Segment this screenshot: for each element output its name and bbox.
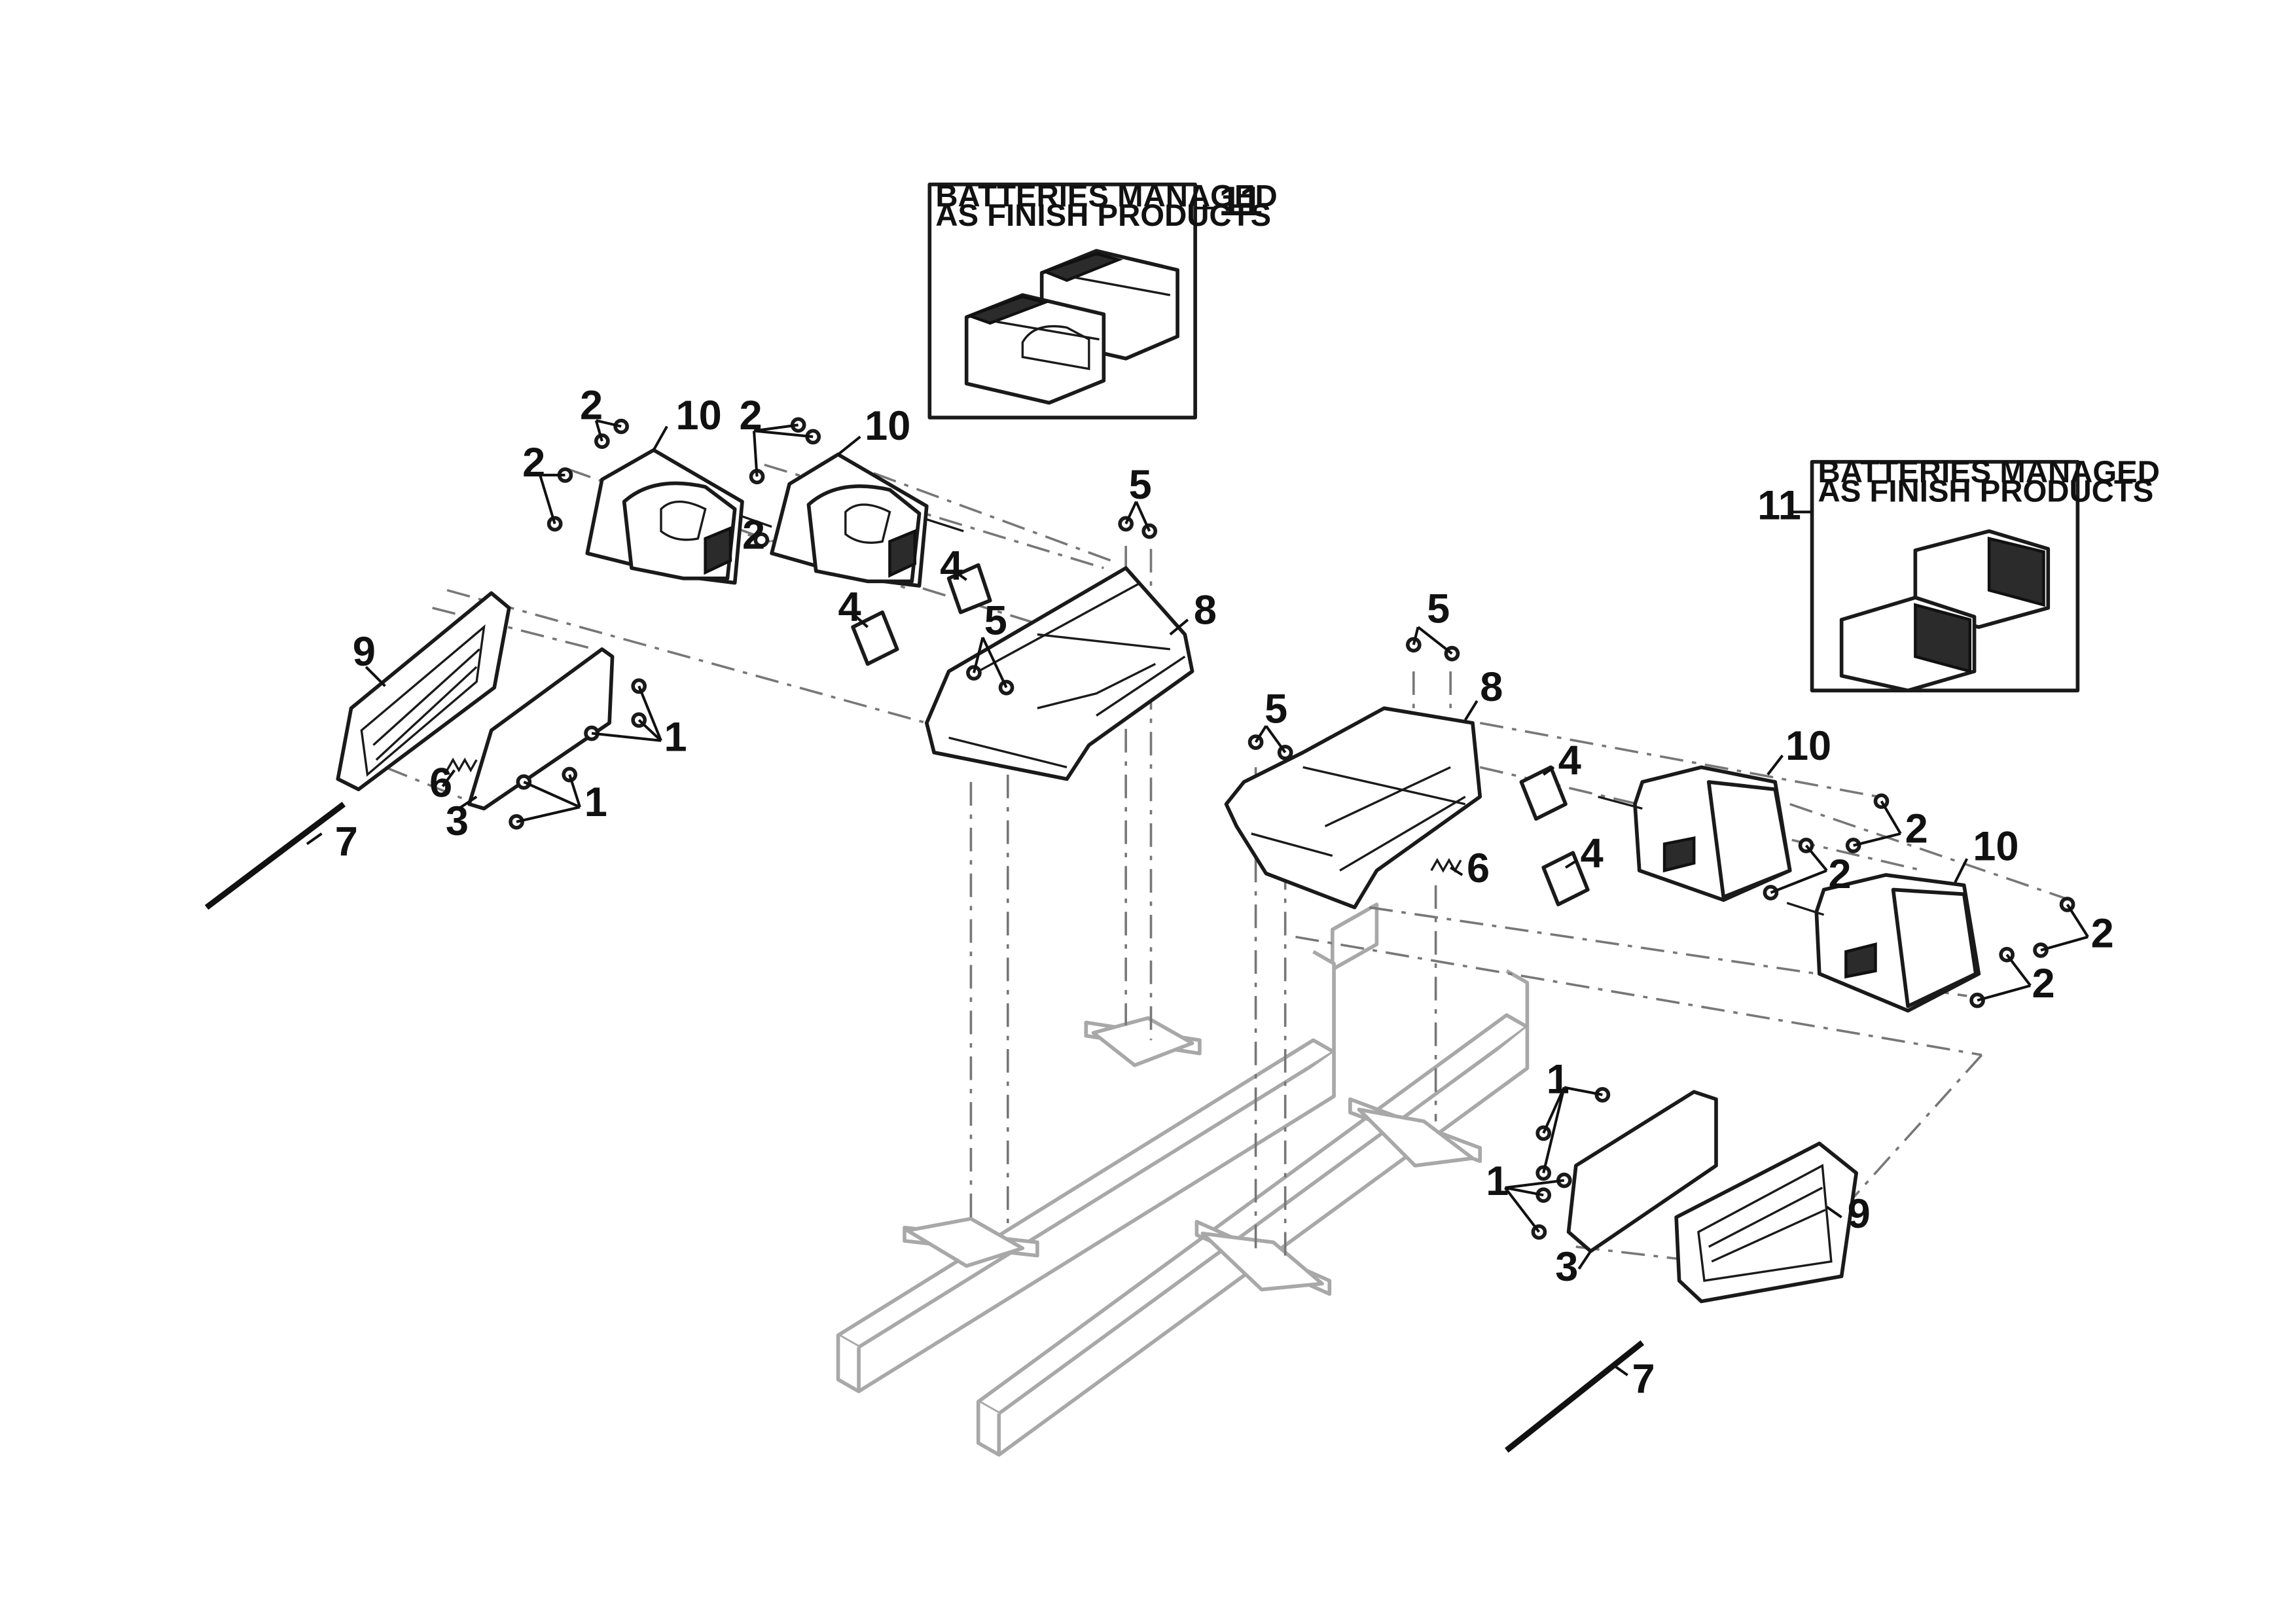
callout-4-d: 4 [1581, 831, 1604, 877]
callout-10-d: 10 [1973, 823, 2018, 869]
rod-left [204, 802, 346, 910]
battery-holder-left-b [770, 452, 964, 588]
springs [446, 757, 1462, 873]
battery-holder-right-b [1786, 873, 1981, 1013]
callout-9-a: 9 [353, 629, 376, 675]
battery-note-line1-right: BATTERIES MANAGED [1818, 455, 2160, 490]
battery-inset-box-top: BATTERIES MANAGED AS FINISH PRODUCTS 11 [927, 179, 1278, 419]
plate-left [467, 647, 615, 811]
battery-note-line2: AS FINISH PRODUCTS [935, 198, 1271, 233]
callout-2-d: 2 [742, 512, 765, 558]
callout-11-right: 11 [1757, 483, 1801, 529]
callout-5-a: 5 [1129, 462, 1152, 508]
callout-5-c: 5 [1427, 586, 1450, 632]
callout-2-g: 2 [2091, 910, 2114, 956]
assembly-lines [384, 456, 2071, 1263]
cover-right [1674, 1141, 1859, 1304]
battery-holder-left-a [585, 448, 772, 585]
callout-10-a: 10 [676, 393, 722, 438]
callout-2-f: 2 [1828, 851, 1851, 897]
battery-holder-right-a [1598, 765, 1792, 902]
chassis-frame [836, 902, 1530, 1457]
callout-2-a: 2 [580, 382, 603, 428]
callout-1-b: 1 [584, 779, 607, 825]
callout-2-h: 2 [2032, 961, 2054, 1007]
callout-2-b: 2 [522, 440, 545, 486]
callout-3-b: 3 [1555, 1244, 1578, 1290]
callout-5-d: 5 [1265, 687, 1287, 732]
battery-tray-left [925, 566, 1194, 781]
callout-11-top: 11 [1219, 179, 1263, 224]
callout-numbers: 2 2 2 2 10 10 5 5 5 5 4 4 4 4 8 8 10 10 … [335, 382, 2114, 1402]
battery-tray-right [1224, 706, 1482, 910]
callout-2-e: 2 [1905, 806, 1928, 851]
callout-7-a: 7 [335, 819, 358, 865]
callout-6-a: 6 [429, 760, 452, 806]
battery-note-line2-right: AS FINISH PRODUCTS [1818, 474, 2154, 509]
callout-1-c: 1 [1547, 1057, 1570, 1103]
callout-9-b: 9 [1848, 1191, 1871, 1237]
cover-left [336, 591, 511, 791]
callout-4-b: 4 [838, 584, 861, 630]
callout-10-c: 10 [1785, 723, 1831, 769]
callout-1-a: 1 [664, 715, 687, 760]
callout-6-b: 6 [1467, 846, 1490, 891]
callout-1-d: 1 [1486, 1158, 1509, 1204]
callout-3-a: 3 [446, 798, 469, 844]
callout-8-a: 8 [1194, 588, 1217, 633]
callout-10-b: 10 [865, 403, 910, 449]
rod-right [1505, 1340, 1645, 1453]
battery-note-line1: BATTERIES MANAGED [935, 179, 1277, 214]
callout-2-c: 2 [739, 393, 762, 438]
callout-7-b: 7 [1632, 1356, 1655, 1402]
callout-4-c: 4 [1558, 738, 1581, 784]
battery-inset-box-right: BATTERIES MANAGED AS FINISH PRODUCTS 11 [1757, 455, 2160, 692]
callout-8-b: 8 [1480, 664, 1503, 710]
leader-lines [306, 419, 2089, 1376]
callout-4-a: 4 [940, 543, 963, 589]
callout-5-b: 5 [984, 597, 1007, 643]
pads [851, 563, 1590, 906]
